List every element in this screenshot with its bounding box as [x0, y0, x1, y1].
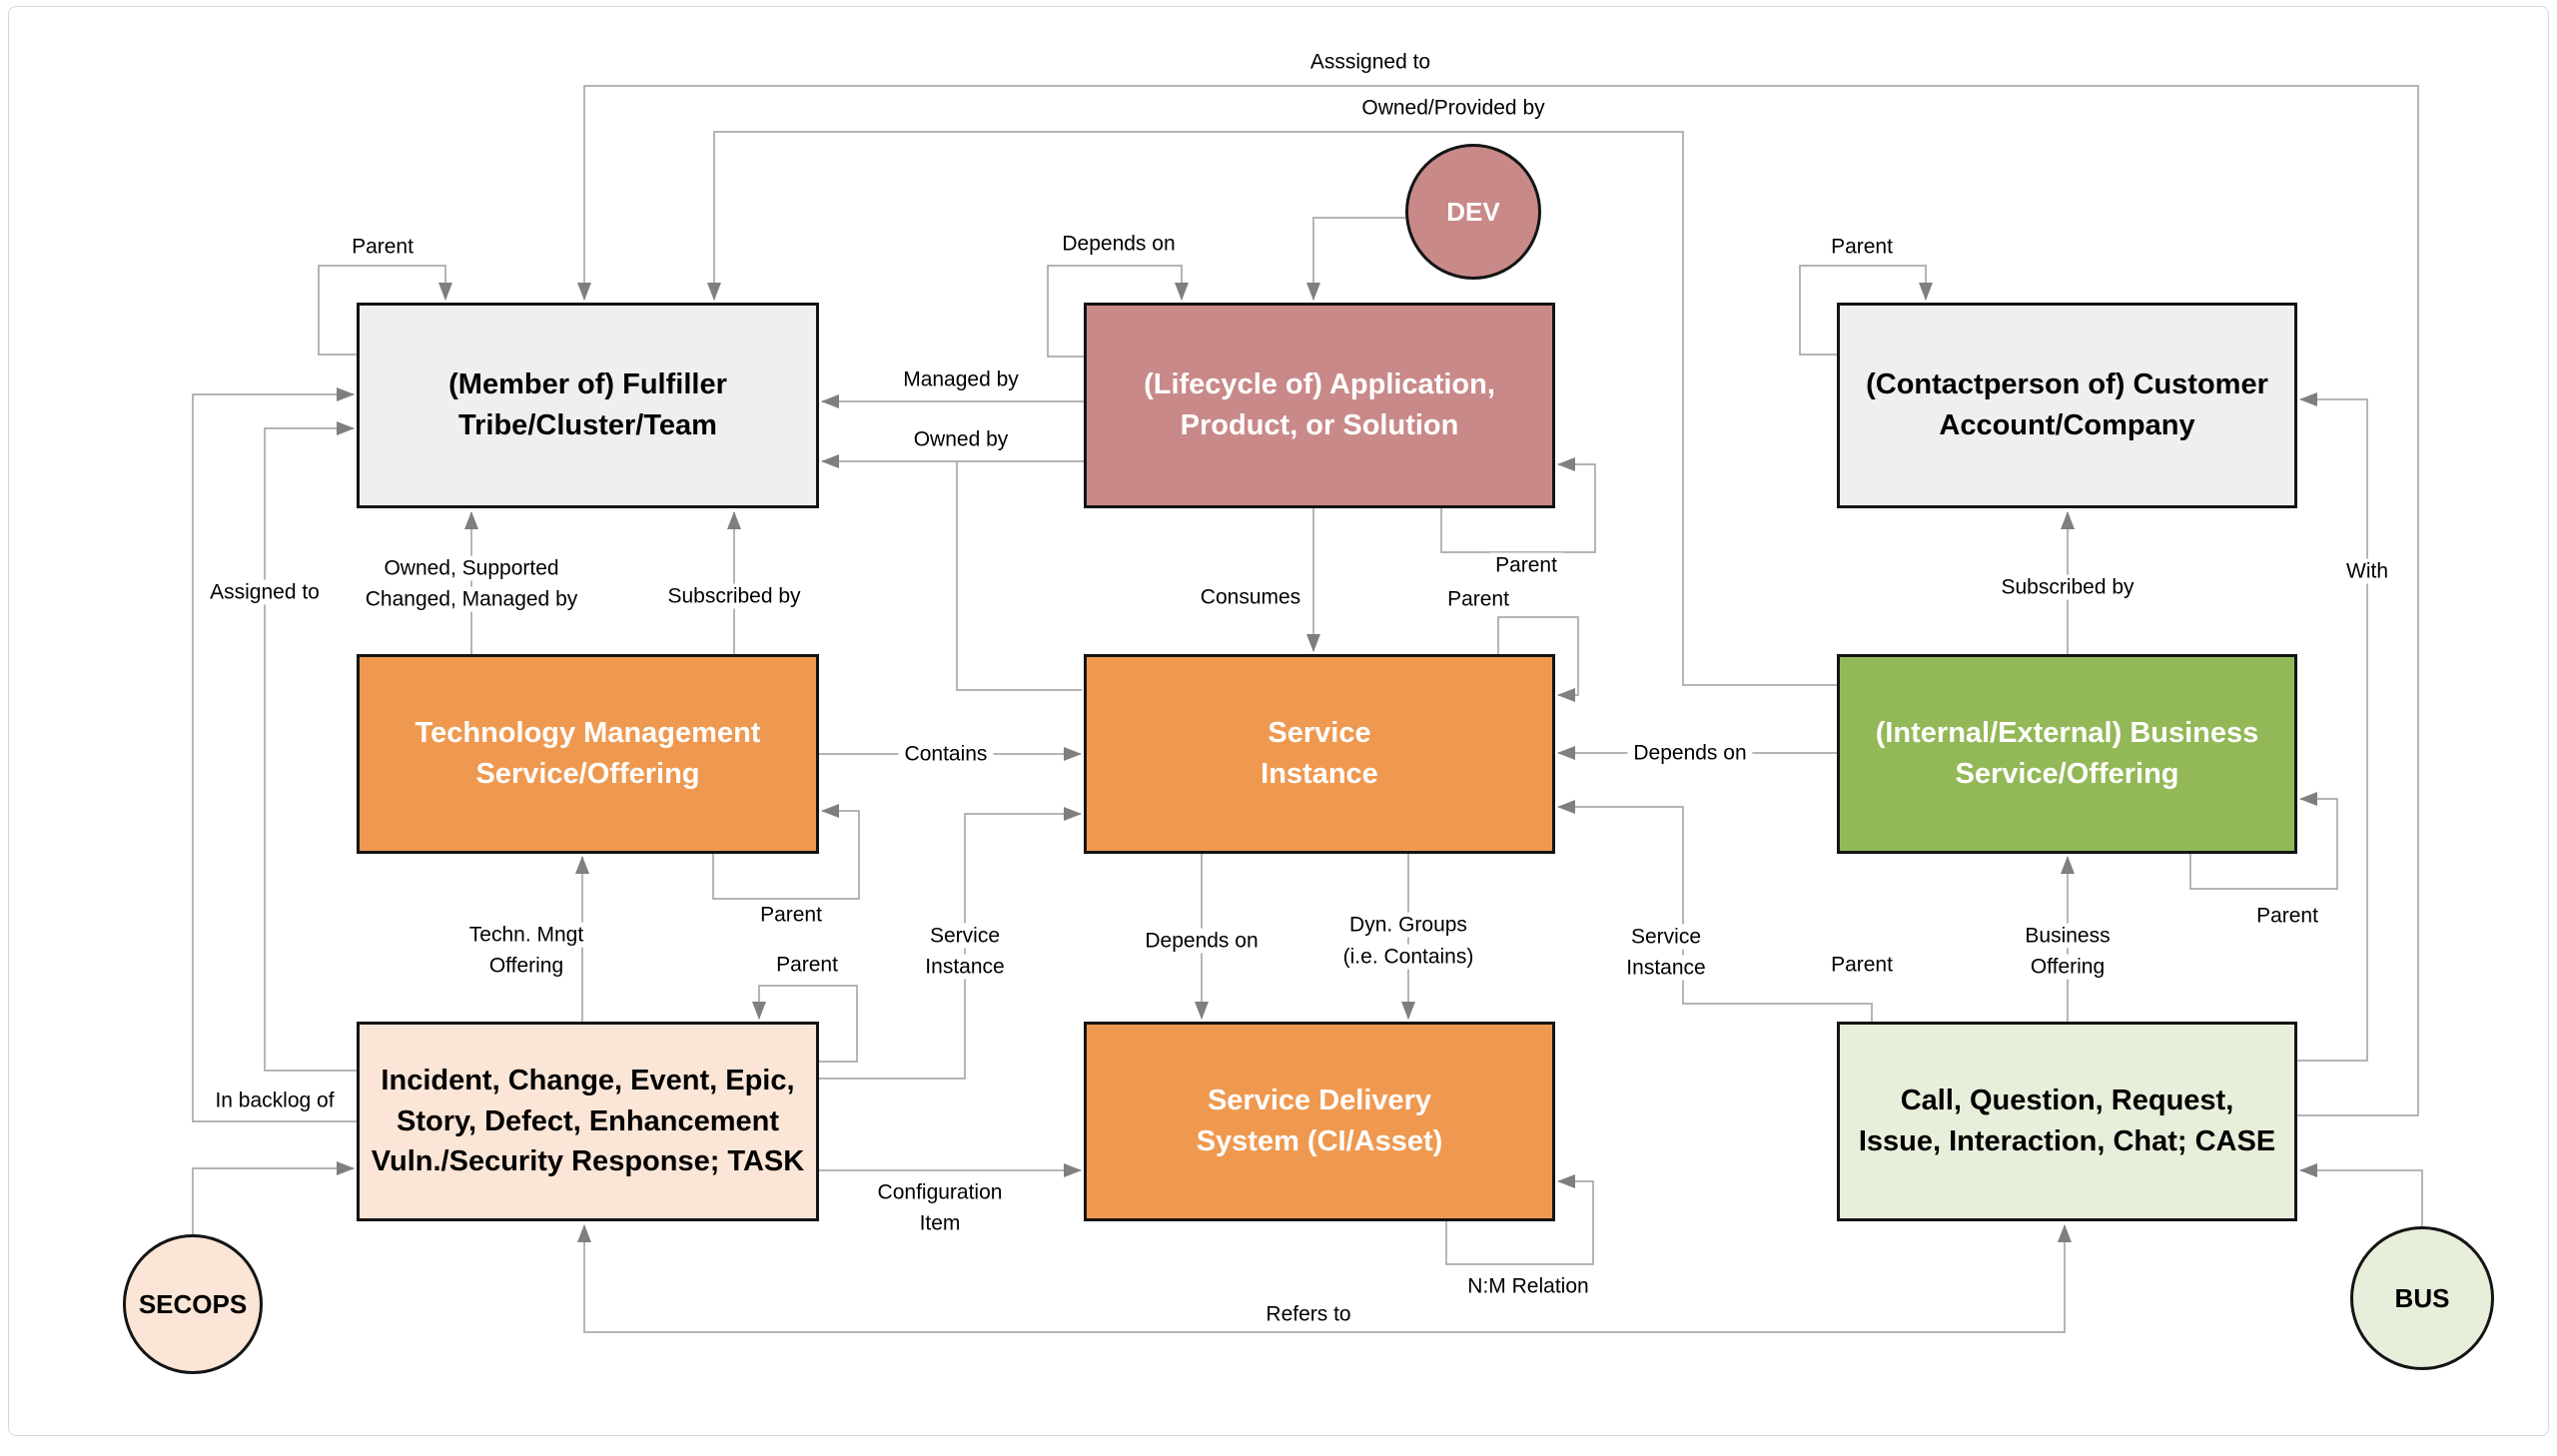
edge-secops-task [192, 1161, 355, 1234]
edge-label: (i.e. Contains) [1336, 944, 1480, 970]
node-customer-account: (Contactperson of) Customer Account/Comp… [1837, 303, 2297, 508]
edge-bus-case [2299, 1163, 2423, 1226]
edge-parent-tech [712, 804, 860, 900]
edge-owned-provided-by [707, 131, 1837, 686]
edge-label: N:M Relation [1461, 1273, 1595, 1299]
edge-depends-on-application [1047, 265, 1189, 358]
edge-label: Instance [919, 954, 1011, 980]
edge-label: Offering [482, 953, 570, 979]
diagram-frame [8, 6, 2549, 1436]
edge-refers-to [577, 1224, 2072, 1333]
edge-label: Depends on [1056, 231, 1182, 257]
edge-assigned-to-top [577, 85, 2419, 1116]
edge-label: Parent [346, 234, 420, 260]
edge-label: Subscribed by [661, 583, 807, 609]
edge-nm-relation [1445, 1174, 1594, 1265]
edge-label: Depends on [1139, 928, 1265, 954]
edge-in-backlog-of [192, 387, 357, 1122]
edge-label: Refers to [1260, 1301, 1357, 1327]
node-business-service: (Internal/External) Business Service/Off… [1837, 654, 2297, 854]
edge-label: Owned, Supported [378, 555, 565, 581]
edge-assigned-to-left [264, 421, 357, 1072]
edge-label: Assigned to [204, 579, 326, 605]
edge-label: Service [923, 923, 1007, 949]
edge-label: Instance [1620, 955, 1712, 981]
edge-label: Techn. Mngt [462, 922, 590, 948]
edge-service-instance-case [1557, 800, 1873, 1022]
edge-parent-customer [1799, 265, 1933, 356]
node-service-delivery-system: Service Delivery System (CI/Asset) [1084, 1022, 1555, 1221]
edge-label: In backlog of [209, 1088, 341, 1113]
edge-label: Owned/Provided by [1355, 95, 1551, 121]
node-service-instance: Service Instance [1084, 654, 1555, 854]
edge-label: Parent [1825, 234, 1899, 260]
edge-label: Parent [770, 952, 844, 978]
edge-parent-fulfiller [318, 265, 452, 356]
edge-with [2297, 392, 2368, 1062]
edge-label: Parent [1489, 552, 1563, 578]
edge-label: Owned by [907, 426, 1015, 452]
edge-label: Item [913, 1210, 967, 1236]
edge-label: Business [2019, 923, 2117, 949]
node-task-records: Incident, Change, Event, Epic, Story, De… [357, 1022, 819, 1221]
edge-label: Dyn. Groups [1343, 912, 1473, 938]
edge-label: Offering [2024, 954, 2112, 980]
edge-parent-task [752, 985, 858, 1063]
edge-label: Parent [1825, 952, 1899, 978]
circle-dev: DEV [1405, 144, 1541, 280]
edge-label: Parent [1441, 586, 1515, 612]
edge-label: With [2340, 558, 2394, 584]
node-tech-mgmt-service: Technology Management Service/Offering [357, 654, 819, 854]
edge-label: Depends on [1627, 740, 1753, 766]
node-fulfiller-team: (Member of) Fulfiller Tribe/Cluster/Team [357, 303, 819, 508]
edge-label: Subscribed by [1995, 574, 2140, 600]
edge-label: Parent [2250, 903, 2324, 929]
edge-label: Service [1624, 924, 1708, 950]
edge-label: Changed, Managed by [359, 586, 584, 612]
edge-label: Asssigned to [1303, 49, 1437, 75]
node-application-product: (Lifecycle of) Application, Product, or … [1084, 303, 1555, 508]
edge-label: Parent [754, 902, 828, 928]
edge-parent-service-instance [1497, 616, 1579, 702]
edge-label: Configuration [871, 1179, 1009, 1205]
edge-dev-to-application [1306, 217, 1405, 301]
edge-label: Consumes [1194, 584, 1307, 610]
edge-parent-business [2189, 792, 2338, 890]
edge-label: Managed by [897, 366, 1025, 392]
edge-parent-application [1440, 457, 1596, 553]
circle-bus: BUS [2350, 1226, 2494, 1370]
edge-label: Contains [898, 741, 994, 767]
circle-secops: SECOPS [123, 1234, 263, 1374]
edge-owned-by-branch-si [956, 461, 1082, 691]
node-case-records: Call, Question, Request, Issue, Interact… [1837, 1022, 2297, 1221]
